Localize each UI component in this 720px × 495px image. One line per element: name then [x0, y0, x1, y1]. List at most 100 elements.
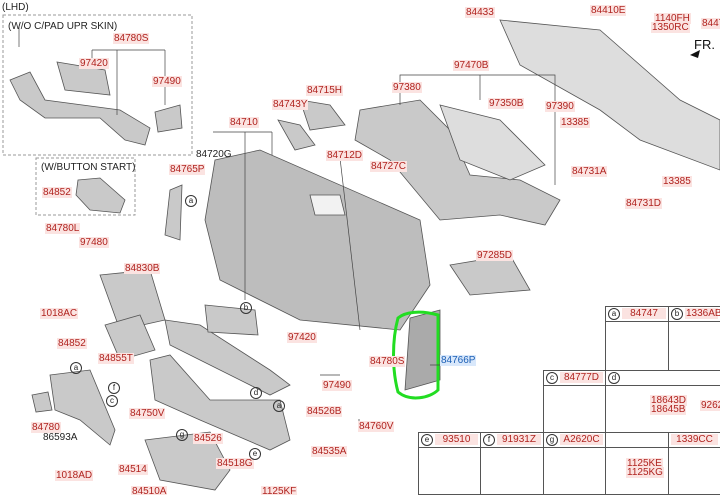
callout-g: g [546, 434, 558, 446]
part-label[interactable]: 84526 [193, 433, 223, 444]
part-label[interactable]: 84777D [560, 372, 603, 383]
part-label[interactable]: 97350B [488, 98, 525, 109]
front-arrow-icon [690, 50, 700, 58]
lhd-note: (LHD) [2, 2, 29, 13]
part-label[interactable]: 97380 [392, 82, 422, 93]
part-label[interactable]: 9262 [700, 400, 720, 411]
part-label[interactable]: 84731D [625, 198, 663, 209]
part-label[interactable]: 84727C [370, 161, 408, 172]
part-label[interactable]: 1140FH [654, 13, 691, 24]
cover-97285D-part [449, 254, 531, 296]
part-label[interactable]: A2620C [560, 434, 603, 445]
part-label[interactable]: 84852 [42, 187, 72, 198]
part-label[interactable]: 1350RC [651, 22, 690, 33]
button-start-bezel-part [75, 177, 126, 214]
callout-a: a [185, 195, 197, 207]
part-label[interactable]: 84712D [326, 150, 364, 161]
part-label[interactable]: 97470B [453, 60, 490, 71]
vent-duct-left-part [9, 71, 151, 146]
part-label[interactable]: 84535A [311, 446, 348, 457]
callout-a: a [608, 308, 620, 320]
part-label[interactable]: 84518G [216, 458, 254, 469]
part-label[interactable]: 1339CC [671, 434, 718, 445]
side-cover-part [164, 184, 183, 241]
part-label[interactable]: 18643D [650, 395, 688, 406]
callout-d: d [250, 387, 262, 399]
part-label[interactable]: 84780 [31, 422, 61, 433]
button-start-box [35, 157, 136, 216]
part-label[interactable]: 84760V [358, 421, 395, 432]
callout-f: f [108, 382, 120, 394]
callout-b: b [671, 308, 683, 320]
callout-e: e [249, 448, 261, 460]
callout-f: f [483, 434, 495, 446]
part-label[interactable]: 97480 [79, 237, 109, 248]
part-label[interactable]: 1125KF [261, 486, 298, 495]
part-label[interactable]: 84433 [465, 7, 495, 18]
part-label[interactable]: 84852 [57, 338, 87, 349]
part-label[interactable]: 1018AD [55, 470, 94, 481]
part-label[interactable]: 84765P [169, 164, 206, 175]
crash-pad-opening [309, 194, 346, 216]
air-duct-part [354, 99, 561, 226]
wo-cpad-box [2, 14, 193, 156]
vent-round-part [154, 104, 183, 133]
front-indicator: FR. [694, 37, 715, 52]
part-label[interactable]: 84750V [129, 408, 166, 419]
part-label[interactable]: 97420 [79, 58, 109, 69]
part-label[interactable]: 13385 [560, 117, 590, 128]
callout-a: a [70, 362, 82, 374]
part-label[interactable]: 84855T [98, 353, 134, 364]
part-label[interactable]: 18645B [650, 404, 687, 415]
table-cell-h: 1125KE 1125KG [605, 432, 669, 495]
part-label[interactable]: 1125KE [626, 458, 663, 469]
part-label[interactable]: 13385 [662, 176, 692, 187]
part-label[interactable]: 84780S [113, 33, 150, 44]
callout-g: g [176, 429, 188, 441]
part-label[interactable]: 84780S [369, 356, 406, 367]
part-label[interactable]: 84743Y [272, 99, 309, 110]
part-label[interactable]: 84410E [590, 5, 627, 16]
part-label[interactable]: 84720G [196, 149, 232, 160]
part-label[interactable]: 84715H [306, 85, 344, 96]
part-label[interactable]: 8447 [701, 18, 720, 29]
table-cell-i: 1339CC [668, 432, 720, 495]
part-label[interactable]: 1336AB [685, 308, 720, 319]
part-label[interactable]: 84710 [229, 117, 259, 128]
part-label[interactable]: 91931Z [497, 434, 541, 445]
part-label[interactable]: 84780L [45, 223, 81, 234]
part-label[interactable]: 1125KG [626, 467, 664, 478]
lower-panel-part [49, 369, 116, 446]
callout-c: c [106, 395, 118, 407]
part-label[interactable]: 84830B [124, 263, 161, 274]
part-label[interactable]: 84514 [118, 464, 148, 475]
callout-a: a [273, 400, 285, 412]
part-label[interactable]: 97390 [545, 101, 575, 112]
cowl-crossbar-part [499, 19, 720, 171]
part-label[interactable]: 84731A [571, 166, 608, 177]
callout-c: c [546, 372, 558, 384]
highlight-outline [392, 310, 440, 400]
table-cell-d: d 18643D 18645B 9262 [605, 370, 720, 433]
part-label[interactable]: 1018AC [40, 308, 79, 319]
part-label[interactable]: 84526B [306, 406, 343, 417]
part-label[interactable]: 97420 [287, 332, 317, 343]
speaker-cover-part [299, 99, 346, 131]
part-label[interactable]: 93510 [435, 434, 478, 445]
part-label[interactable]: 84747 [622, 308, 666, 319]
part-label[interactable]: 86593A [43, 432, 78, 443]
part-label[interactable]: 97490 [152, 76, 182, 87]
part-label-selected[interactable]: 84766P [440, 355, 477, 366]
part-label[interactable]: 84510A [131, 486, 168, 495]
part-label[interactable]: 97285D [476, 250, 514, 261]
callout-e: e [421, 434, 433, 446]
side-cover-84766P-part [404, 309, 441, 391]
callout-b: b [240, 302, 252, 314]
part-label[interactable]: 97490 [322, 380, 352, 391]
